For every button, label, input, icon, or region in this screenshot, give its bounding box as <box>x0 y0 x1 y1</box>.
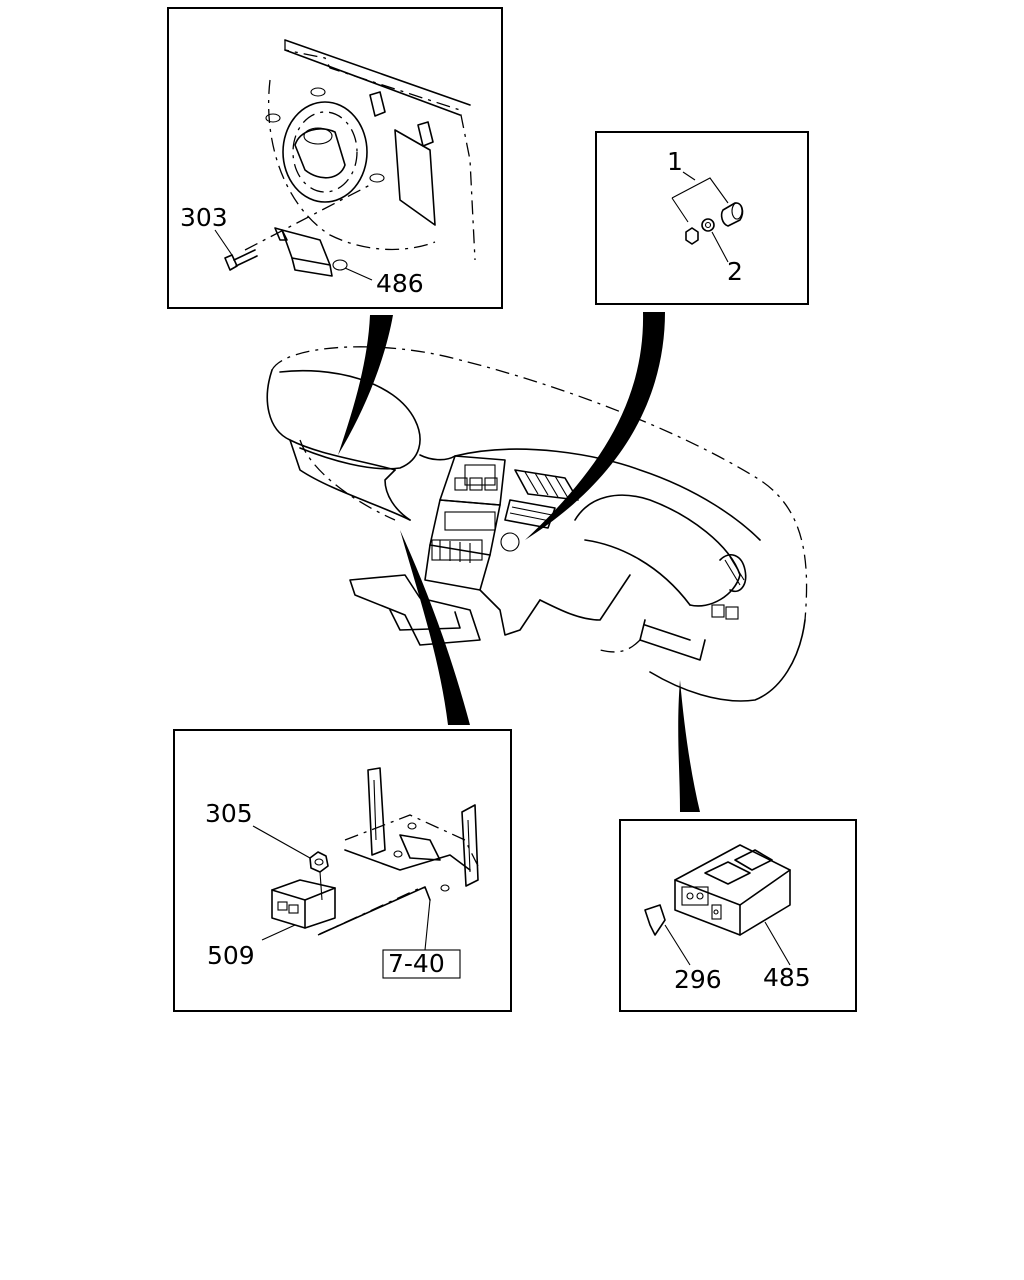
leader-bottom-left <box>400 530 470 725</box>
callout-1: 1 <box>667 147 683 176</box>
callout-2: 2 <box>727 257 743 286</box>
callout-303: 303 <box>180 203 228 232</box>
leader-top-right <box>525 312 665 540</box>
instrument-panel-assembly <box>266 312 808 812</box>
detail-bottom-right: 296 485 <box>619 819 857 1012</box>
callout-485: 485 <box>763 963 811 992</box>
leader-top-left <box>338 315 393 455</box>
reference-7-40: 7-40 <box>388 949 445 978</box>
callout-305: 305 <box>205 799 253 828</box>
leader-bottom-right <box>678 680 700 812</box>
callout-509: 509 <box>207 941 255 970</box>
detail-top-right: 1 2 <box>595 131 809 305</box>
callout-296: 296 <box>674 965 722 994</box>
detail-top-left: 303 486 <box>167 7 503 309</box>
detail-bottom-left: 305 509 7-40 <box>173 729 512 1012</box>
callout-486: 486 <box>376 269 424 298</box>
